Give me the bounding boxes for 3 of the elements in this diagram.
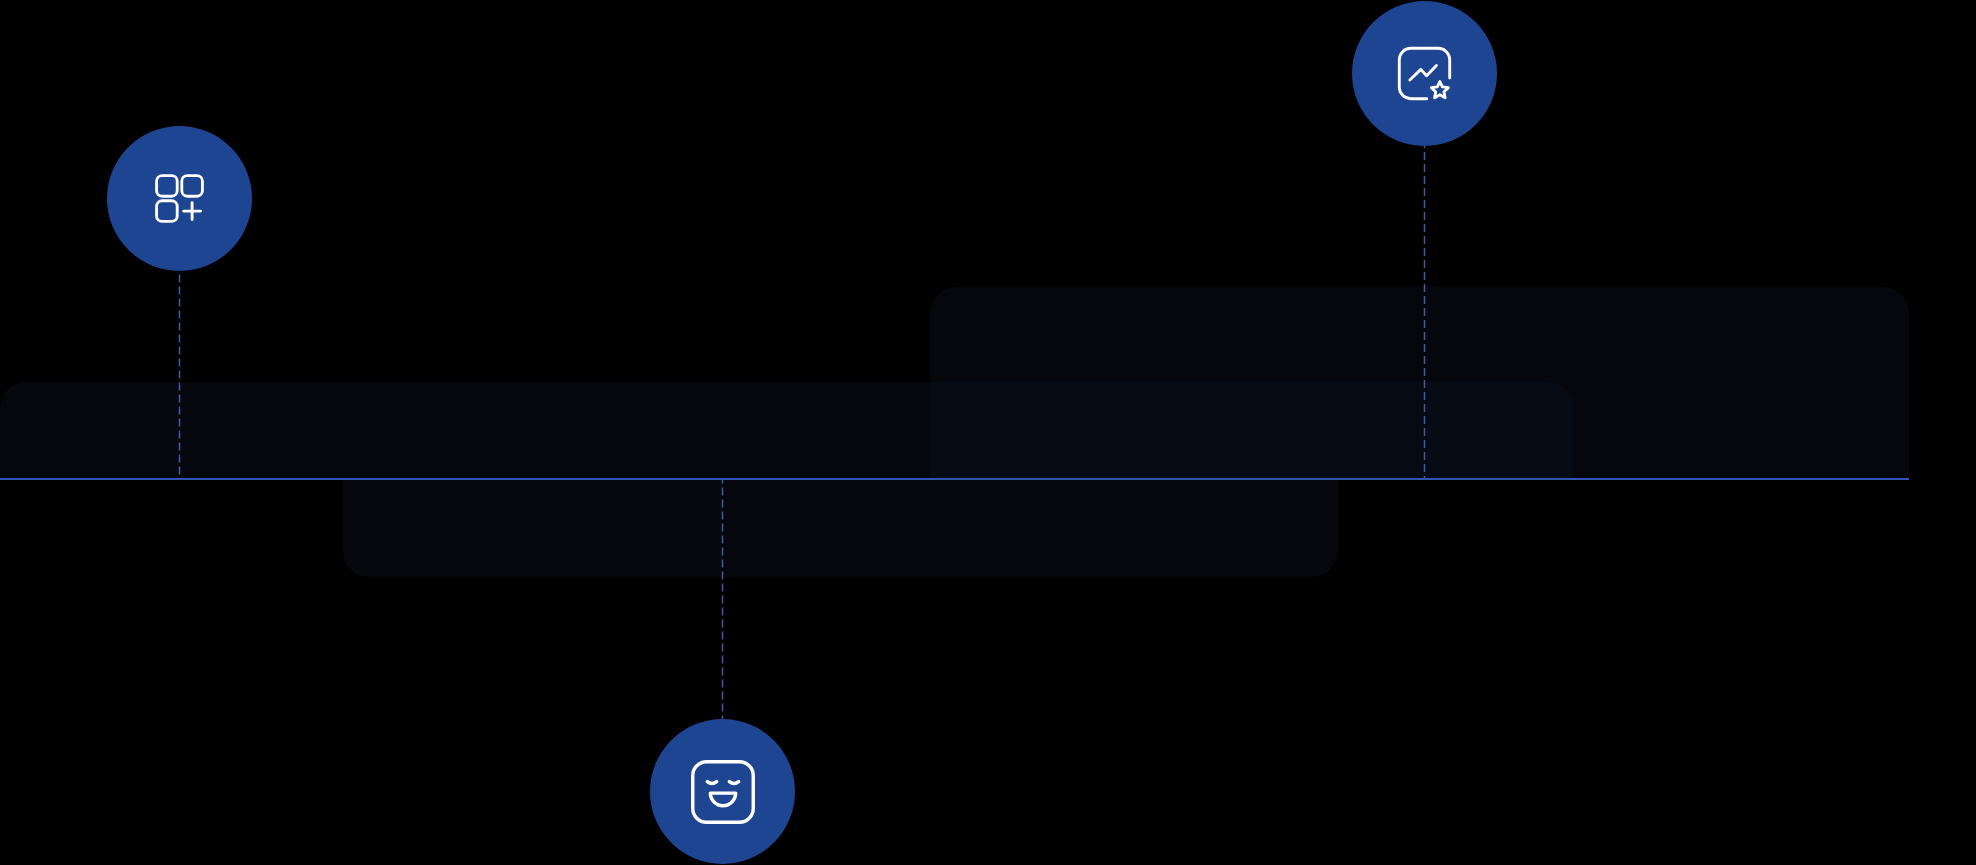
- timeline: [0, 478, 1909, 480]
- dashed-connector: [1423, 145, 1426, 479]
- dashed-connector: [721, 479, 724, 720]
